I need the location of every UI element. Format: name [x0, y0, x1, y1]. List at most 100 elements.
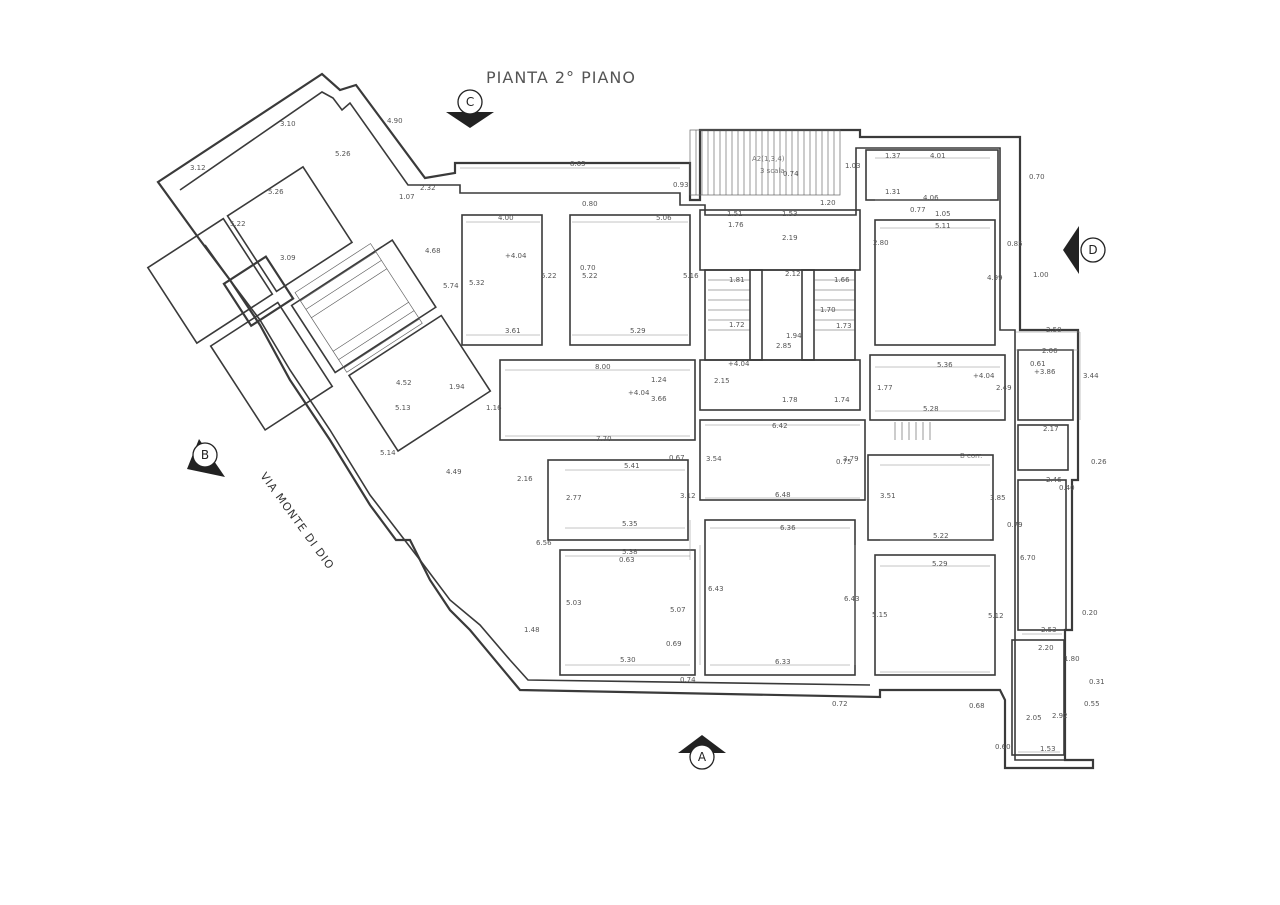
section-marker-d-label: D — [1088, 243, 1097, 257]
dimension-label: 6.42 — [772, 422, 788, 430]
dimension-label: 3.66 — [651, 395, 667, 403]
dimension-label: 2.92 — [1052, 712, 1068, 720]
dimension-label: 2.12 — [785, 270, 801, 278]
section-marker-c[interactable]: C — [446, 89, 494, 128]
dimension-label: 5.29 — [932, 560, 948, 568]
dimension-label: 5.29 — [630, 327, 646, 335]
dimension-label: 5.13 — [395, 404, 411, 412]
dimension-label: 0.85 — [1007, 240, 1023, 248]
dimension-label: 1.05 — [935, 210, 951, 218]
dimension-label: 1.20 — [820, 199, 836, 207]
dimension-label: 3.85 — [990, 494, 1006, 502]
dimension-label: 0.93 — [673, 181, 689, 189]
dimension-label: 0.70 — [1029, 173, 1045, 181]
section-marker-b-label: B — [201, 448, 209, 462]
dimension-label: 2.32 — [420, 184, 436, 192]
dimension-label: 0.67 — [669, 454, 685, 462]
dimension-label: 1.73 — [836, 322, 852, 330]
dimension-label: 2.19 — [782, 234, 798, 242]
corridor-label: B corr. — [960, 452, 983, 460]
dimension-label: 1.66 — [834, 276, 850, 284]
dimension-label: 3.12 — [190, 164, 206, 172]
dimension-label: 5.38 — [622, 548, 638, 556]
dimension-label: 5.12 — [988, 612, 1004, 620]
dimension-lines — [460, 157, 1081, 753]
dimension-label: 1.72 — [729, 321, 745, 329]
dimension-label: 0.73 — [0, 0, 16, 2]
dimension-label: 4.68 — [425, 247, 441, 255]
dimension-label: 1.51 — [727, 210, 743, 218]
dimension-label: 5.74 — [443, 282, 459, 290]
dimension-label: 2.16 — [517, 475, 533, 483]
dimension-label: 2.05 — [1026, 714, 1042, 722]
dimension-label: 1.74 — [834, 396, 850, 404]
dimension-label: 5.26 — [335, 150, 351, 158]
dimension-label: 4.52 — [396, 379, 412, 387]
dimension-label: 3.09 — [280, 254, 296, 262]
dimension-label: 1.03 — [845, 162, 861, 170]
dimension-label: 1.00 — [1033, 271, 1049, 279]
dimension-label: 5.22 — [230, 220, 246, 228]
dimension-label: 5.15 — [872, 611, 888, 619]
dimension-label: 2.80 — [873, 239, 889, 247]
dimension-label: 1.37 — [885, 152, 901, 160]
dimension-label: 2.17 — [1043, 425, 1059, 433]
dimension-label: 2.15 — [714, 377, 730, 385]
stair-hatching — [689, 129, 931, 440]
dimension-label: 0.74 — [680, 676, 696, 684]
dimension-label: 1.24 — [651, 376, 667, 384]
dimension-label: 1.80 — [1064, 655, 1080, 663]
dimension-label: 5.16 — [683, 272, 699, 280]
dimension-label: 1.16 — [486, 404, 502, 412]
dimension-label: 5.28 — [923, 405, 939, 413]
dimension-label: 5.41 — [624, 462, 640, 470]
dimension-label: 5.11 — [935, 222, 951, 230]
dimension-label: 6.36 — [780, 524, 796, 532]
dimension-label: 3.61 — [505, 327, 521, 335]
dimension-label: 0.61 — [1030, 360, 1046, 368]
dimension-label: 4.99 — [987, 274, 1003, 282]
dimension-label: 5.07 — [670, 606, 686, 614]
section-marker-a-label: A — [698, 750, 707, 764]
dimension-label: 0.69 — [666, 640, 682, 648]
room-walls — [461, 149, 1074, 756]
dimension-label: 6.56 — [536, 539, 552, 547]
dimension-label: 1.78 — [782, 396, 798, 404]
dimension-label: 3.79 — [843, 455, 859, 463]
level-mark: +4.04 — [505, 252, 527, 260]
outer-walls — [156, 72, 1095, 770]
dimension-label: 2.85 — [776, 342, 792, 350]
dimension-label: 0.26 — [1091, 458, 1107, 466]
dimension-label: 1.48 — [524, 626, 540, 634]
dimension-label: 0.77 — [910, 206, 926, 214]
dimension-label: 1.94 — [449, 383, 465, 391]
dimension-label: 6.70 — [1020, 554, 1036, 562]
dimension-label: 1.07 — [399, 193, 415, 201]
dimension-label: 4.49 — [446, 468, 462, 476]
level-mark: +3.86 — [1034, 368, 1056, 376]
section-marker-b[interactable]: B — [187, 439, 225, 477]
dimension-label: 5.26 — [268, 188, 284, 196]
section-marker-d[interactable]: D — [1063, 226, 1106, 274]
dimension-label: 1.31 — [885, 188, 901, 196]
dimension-label: 5.03 — [566, 599, 582, 607]
dimension-label: 5.36 — [937, 361, 953, 369]
dimension-label: 0.55 — [1084, 700, 1100, 708]
dimension-label: 0.80 — [582, 200, 598, 208]
dimension-label: 3.12 — [680, 492, 696, 500]
dimension-label: 2.50 — [1046, 326, 1062, 334]
dimension-label: 2.46 — [1046, 476, 1062, 484]
dimension-label: 0.68 — [969, 702, 985, 710]
section-marker-a[interactable]: A — [678, 735, 726, 770]
dimension-label: 0.40 — [1059, 484, 1075, 492]
dimension-label: 1.76 — [728, 221, 744, 229]
dimension-label: 0.20 — [1082, 609, 1098, 617]
dimension-label: 5.30 — [620, 656, 636, 664]
dimension-label: 1.77 — [877, 384, 893, 392]
dimension-label: 1.70 — [820, 306, 836, 314]
section-marker-c-label: C — [466, 95, 474, 109]
west-stair-hatching — [294, 243, 423, 373]
dimension-label: 3.44 — [1083, 372, 1099, 380]
